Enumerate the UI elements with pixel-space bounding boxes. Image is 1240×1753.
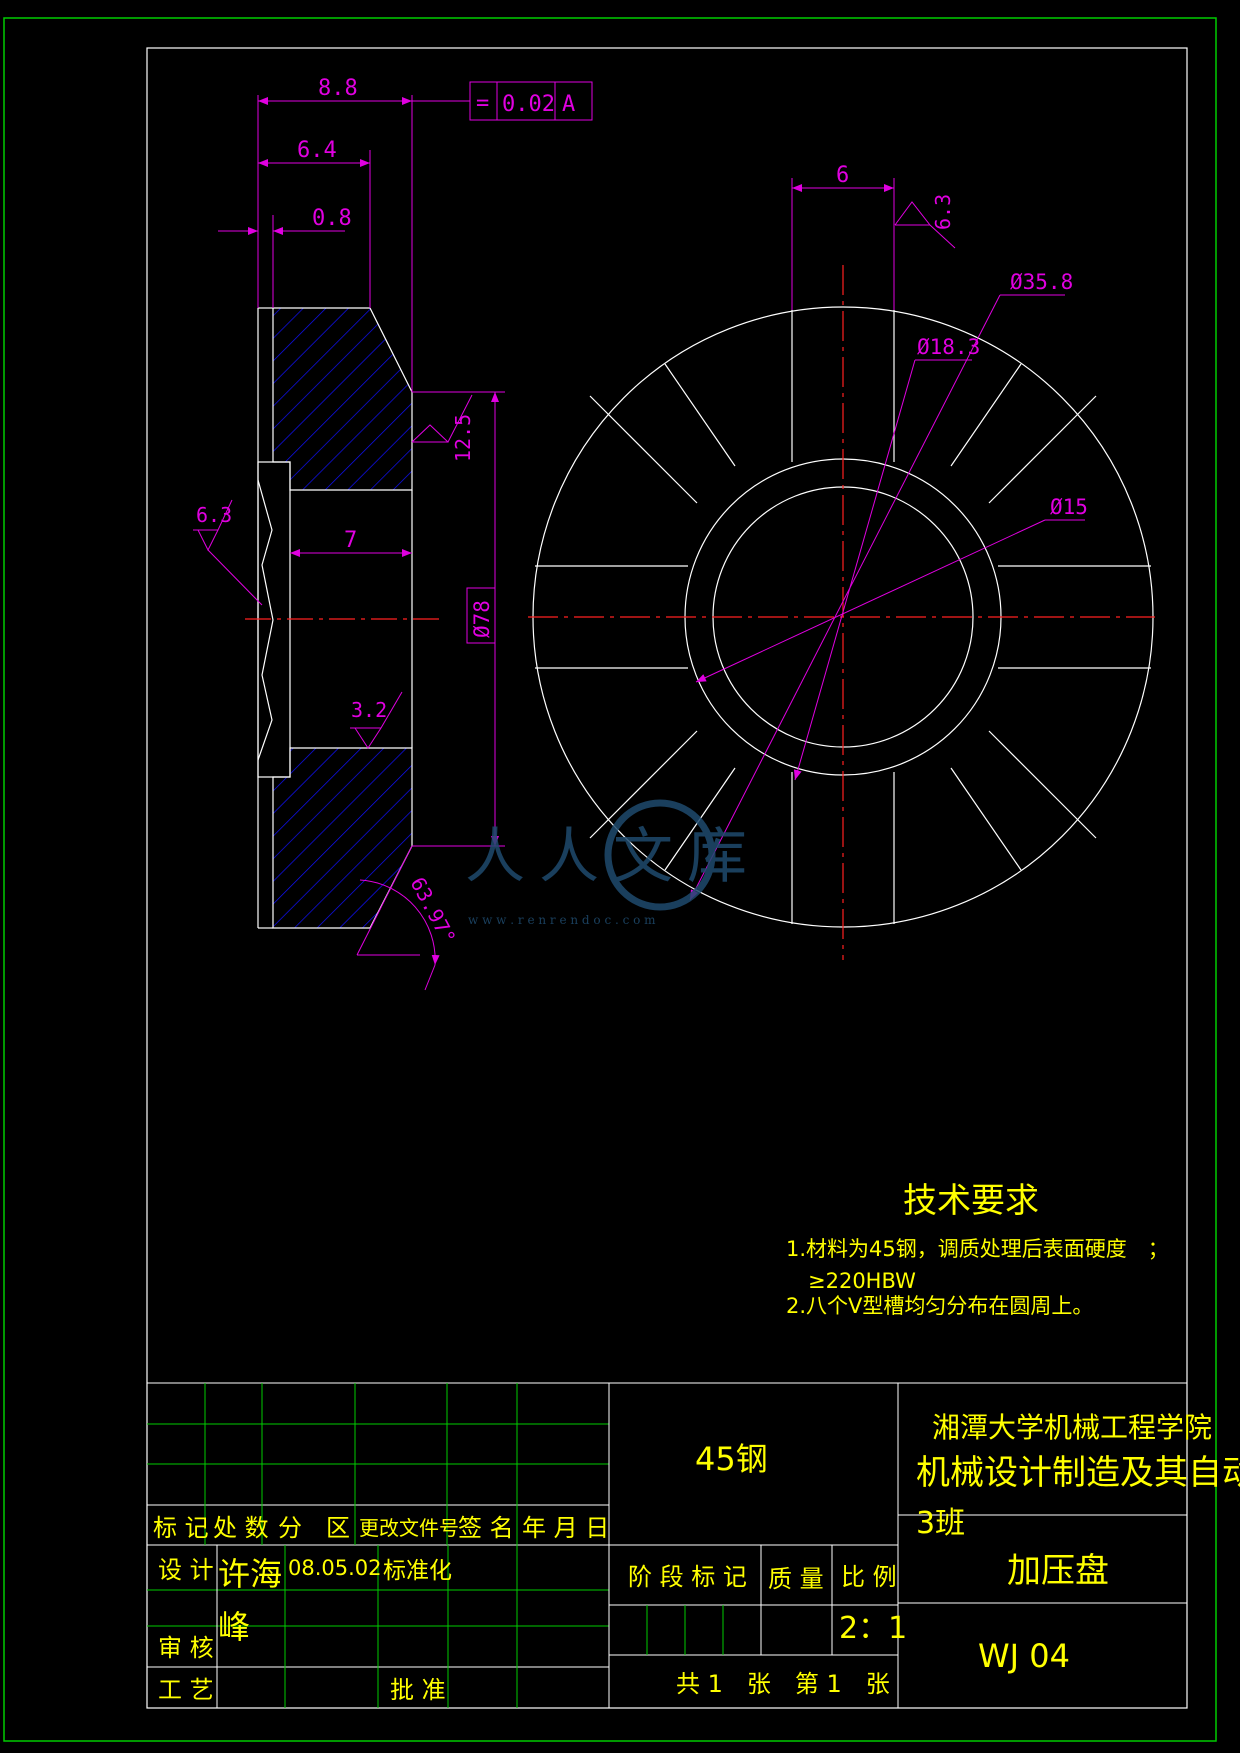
- tolerance-symbol: =: [476, 91, 489, 116]
- inner-frame: [146, 47, 1188, 1709]
- roughness-3-2-symbol: [354, 691, 403, 749]
- org-line-1: 湘潭大学机械工程学院: [932, 1411, 1212, 1444]
- tolerance-datum: A: [562, 92, 575, 117]
- dim-6-4-text: 6.4: [297, 138, 337, 163]
- notes-line-1b: ≥220HBW: [808, 1269, 916, 1293]
- header-count: 处 数: [213, 1514, 269, 1542]
- org-line-3: 3班: [916, 1506, 965, 1541]
- section-view: [245, 307, 440, 929]
- mass-label: 质 量: [768, 1565, 824, 1593]
- tolerance-frame: [469, 81, 593, 121]
- drawing-number: WJ 04: [978, 1637, 1070, 1675]
- tolerance-value: 0.02: [502, 92, 555, 117]
- roughness-6-3-left-symbol: [197, 499, 233, 552]
- dia-35-8-leader: [689, 294, 1001, 901]
- v-groove-profile: [257, 479, 274, 761]
- header-zone: 分 区: [278, 1514, 350, 1542]
- material: 45钢: [695, 1440, 768, 1478]
- dim-7-text: 7: [344, 528, 357, 553]
- design-date: 08.05.02: [288, 1556, 382, 1580]
- lower-hatched-section: [272, 747, 413, 929]
- approve-label: 批 准: [390, 1676, 446, 1704]
- angle-arc: [359, 879, 440, 966]
- header-docno: 更改文件号: [359, 1516, 459, 1540]
- sheet-count: 共 1 张 第 1 张: [676, 1670, 890, 1698]
- dia-15-text: Ø15: [1050, 495, 1088, 519]
- dim-8-8-text: 8.8: [318, 76, 358, 101]
- angle-text: 63.97°: [406, 873, 461, 948]
- roughness-6-3-left-text: 6.3: [196, 503, 232, 527]
- ratio-value: 2：1: [839, 1611, 907, 1646]
- roughness-3-2-text: 3.2: [351, 698, 387, 722]
- upper-hatched-section: [272, 307, 413, 491]
- notes-line-2: 2.八个V型槽均匀分布在圆周上。: [786, 1294, 1093, 1318]
- header-mark: 标 记: [153, 1514, 209, 1542]
- header-sign: 签 名: [458, 1514, 514, 1542]
- watermark-logo-ring: [604, 799, 716, 911]
- dim-78-text: Ø78: [470, 600, 494, 638]
- outer-frame: [3, 17, 1217, 1742]
- review-label: 审 核: [158, 1634, 214, 1662]
- front-dimensions: [689, 178, 1085, 901]
- dia-18-3-leader: [793, 359, 916, 781]
- watermark-text: 人人文库: [465, 822, 761, 892]
- header-date: 年 月 日: [522, 1514, 609, 1542]
- dim-78-box: [466, 587, 496, 644]
- roughness-12-5-symbol: [411, 394, 473, 443]
- notes-title: 技术要求: [903, 1181, 1039, 1221]
- roughness-12-5-text: 12.5: [451, 414, 475, 462]
- org-line-2: 机械设计制造及其自动化: [916, 1453, 1240, 1493]
- process-label: 工 艺: [158, 1676, 214, 1704]
- roughness-6-3-top-text: 6.3: [931, 194, 955, 230]
- notes-line-1: 1.材料为45钢，调质处理后表面硬度 ；: [786, 1237, 1169, 1261]
- dimension-texts: 8.8 6.4 0.8 7 6 Ø78 Ø35.8 Ø18.3 Ø15 63.9…: [196, 76, 1088, 948]
- standardize-label: 标准化: [383, 1558, 452, 1584]
- dim-6-text: 6: [836, 163, 849, 188]
- watermark: 人人文库 w w w . r e n r e n d o c . c o m: [465, 799, 761, 927]
- dia-18-3-text: Ø18.3: [917, 335, 980, 359]
- watermark-url: w w w . r e n r e n d o c . c o m: [468, 913, 656, 927]
- v-slots: [535, 310, 1151, 924]
- title-block-grid: [147, 1382, 1187, 1708]
- section-dimensions: [193, 81, 593, 991]
- front-view: [528, 265, 1155, 960]
- dia-35-8-text: Ø35.8: [1010, 270, 1073, 294]
- dim-0-8-text: 0.8: [312, 206, 352, 231]
- ratio-label: 比 例: [841, 1563, 897, 1591]
- part-name: 加压盘: [1007, 1551, 1109, 1591]
- designer-name-2: 峰: [218, 1608, 250, 1646]
- stage-label: 阶 段 标 记: [628, 1563, 747, 1591]
- dia-15-leader: [695, 519, 1046, 683]
- title-block-texts: 标 记 处 数 分 区 更改文件号 签 名 年 月 日 设 计 许海 峰 08.…: [153, 1411, 1240, 1704]
- designer-name: 许海: [218, 1555, 282, 1593]
- roughness-6-3-top-symbol: [894, 201, 956, 249]
- technical-notes: 技术要求 1.材料为45钢，调质处理后表面硬度 ； ≥220HBW 2.八个V型…: [786, 1181, 1169, 1318]
- design-label: 设 计: [158, 1556, 214, 1584]
